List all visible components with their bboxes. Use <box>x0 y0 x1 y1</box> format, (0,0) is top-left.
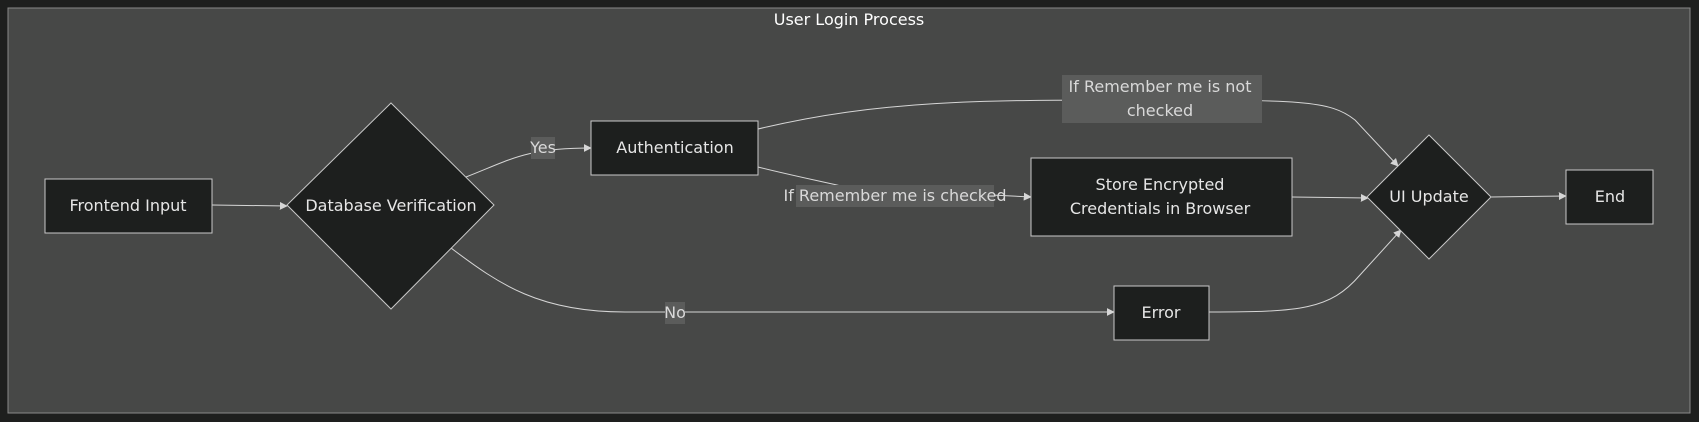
node-store-credentials-label-line-1: Store Encrypted <box>1096 175 1225 194</box>
node-store-credentials: Store Encrypted Credentials in Browser <box>1030 157 1293 237</box>
edge-label-yes: Yes <box>529 138 556 157</box>
node-error: Error <box>1113 285 1210 341</box>
node-authentication-label: Authentication <box>616 138 733 157</box>
node-end-label: End <box>1595 187 1625 206</box>
edge-label-remember-not-checked-line-1: If Remember me is not <box>1069 77 1252 96</box>
node-end-box <box>1565 169 1654 225</box>
node-ui-update-label: UI Update <box>1389 187 1468 206</box>
edge-label-no: No <box>664 303 686 322</box>
node-authentication: Authentication <box>590 120 759 176</box>
edge-database-to-authentication <box>465 144 592 178</box>
edge-label-remember-not-checked-line-2: checked <box>1127 101 1193 120</box>
node-frontend-input-label: Frontend Input <box>69 196 186 215</box>
edge-error-to-ui-update <box>1208 229 1402 313</box>
edge-database-to-error <box>450 247 1115 316</box>
edge-label-remember-checked-bg <box>796 185 994 207</box>
edge-label-remember-not-checked-bg <box>1062 75 1262 123</box>
node-ui-update-shape <box>1366 134 1492 260</box>
node-authentication-box <box>590 120 759 176</box>
node-database-verification-shape <box>286 102 495 310</box>
node-database-verification-label: Database Verification <box>305 196 476 215</box>
edge-label-remember-checked: If Remember me is checked <box>783 186 1006 205</box>
edge-label-yes-bg <box>531 137 555 159</box>
node-error-box <box>1113 285 1210 341</box>
edge-store-to-ui-update <box>1291 193 1369 202</box>
edge-label-no-bg <box>665 302 685 324</box>
cluster-title: User Login Process <box>774 10 925 29</box>
node-end: End <box>1565 169 1654 225</box>
node-error-label: Error <box>1142 303 1181 322</box>
node-store-credentials-label-line-2: Credentials in Browser <box>1070 199 1251 218</box>
node-frontend-input-box <box>44 178 213 234</box>
node-ui-update: UI Update <box>1366 134 1492 260</box>
node-database-verification: Database Verification <box>286 102 495 310</box>
node-store-credentials-box <box>1030 157 1293 237</box>
edge-frontend-to-database <box>211 201 288 210</box>
node-frontend-input: Frontend Input <box>44 178 213 234</box>
edge-ui-update-to-end <box>1490 192 1567 201</box>
